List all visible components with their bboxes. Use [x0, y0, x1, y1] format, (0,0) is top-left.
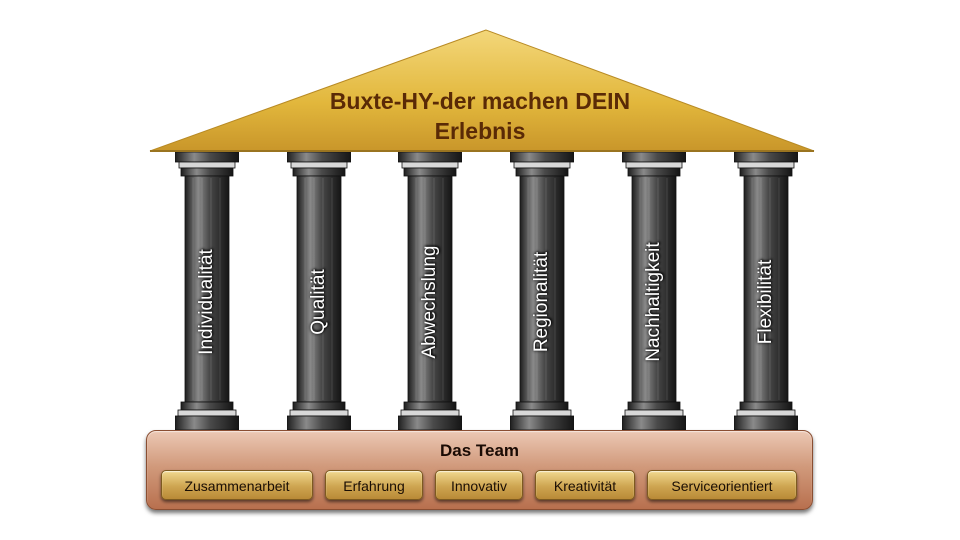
pillar-column-shape [734, 152, 798, 430]
skill-kreativitaet: Kreativität [535, 470, 635, 500]
pillar-segment [398, 152, 462, 163]
pillar-label: Flexibilität [755, 259, 776, 345]
pillar-segment [743, 175, 789, 403]
pillar-segment [519, 175, 565, 403]
pillar-segment [175, 152, 239, 163]
skill-erfahrung: Erfahrung [325, 470, 423, 500]
pillar-segment [403, 401, 457, 411]
pillar-column-shape [622, 152, 686, 430]
pillar-segment [398, 415, 462, 430]
pillar-segment [622, 152, 686, 163]
pillar-segment [737, 161, 795, 169]
pillar-segment [287, 415, 351, 430]
pillar-segment [180, 401, 234, 411]
pillar-segment [622, 415, 686, 430]
pillar-segment [627, 167, 681, 177]
pillar-flexibilitaet: Flexibilität [734, 152, 798, 430]
pillar-segment [403, 167, 457, 177]
pillar-label: Individualität [196, 249, 217, 355]
roof-title: Buxte-HY-der machen DEIN Erlebnis [250, 86, 710, 146]
pillar-abwechslung: Abwechslung [398, 152, 462, 430]
pillar-segment [736, 409, 796, 417]
pillar-segment [289, 409, 349, 417]
team-skills: Zusammenarbeit Erfahrung Innovativ Kreat… [161, 470, 801, 500]
pillar-segment [292, 401, 346, 411]
pillar-segment [510, 415, 574, 430]
skill-zusammenarbeit: Zusammenarbeit [161, 470, 313, 500]
roof-title-line2: Erlebnis [434, 118, 526, 144]
roof [149, 29, 815, 152]
pillar-segment [734, 152, 798, 163]
pillar-column-shape [287, 152, 351, 430]
pillar-segment [739, 167, 793, 177]
pillar-segment [625, 161, 683, 169]
pillar-segment [407, 175, 453, 403]
pillar-label: Nachhaltigkeit [643, 242, 664, 362]
roof-title-line1: Buxte-HY-der machen DEIN [329, 88, 631, 114]
pillar-segment [512, 409, 572, 417]
skill-serviceorientiert: Serviceorientiert [647, 470, 797, 500]
pillar-nachhaltigkeit: Nachhaltigkeit [622, 152, 686, 430]
pillar-segment [515, 401, 569, 411]
pillar-segment [631, 175, 677, 403]
pillar-column-shape [510, 152, 574, 430]
pillar-segment [400, 409, 460, 417]
pillar-individualitaet: Individualität [175, 152, 239, 430]
pillar-segment [401, 161, 459, 169]
pillar-segment [627, 401, 681, 411]
pillar-regionalitaet: Regionalität [510, 152, 574, 430]
pillar-segment [292, 167, 346, 177]
pillar-segment [515, 167, 569, 177]
pillar-column-shape [398, 152, 462, 430]
pillar-column-shape [175, 152, 239, 430]
pillar-segment [624, 409, 684, 417]
pillar-segment [739, 401, 793, 411]
pillar-segment [290, 161, 348, 169]
pillar-label: Regionalität [531, 251, 552, 353]
pillar-label: Qualität [308, 269, 329, 335]
team-title: Das Team [439, 441, 520, 460]
pillar-segment [175, 415, 239, 430]
skill-innovativ: Innovativ [435, 470, 523, 500]
pillar-segment [287, 152, 351, 163]
pillar-segment [177, 409, 237, 417]
pillar-segment [734, 415, 798, 430]
team-base: Das Team Zusammenarbeit Erfahrung Innova… [146, 430, 813, 510]
pillar-label: Abwechslung [419, 245, 440, 359]
pillar-segment [510, 152, 574, 163]
pillar-segment [513, 161, 571, 169]
pillar-segment [178, 161, 236, 169]
pillar-qualitaet: Qualität [287, 152, 351, 430]
pillar-segment [180, 167, 234, 177]
